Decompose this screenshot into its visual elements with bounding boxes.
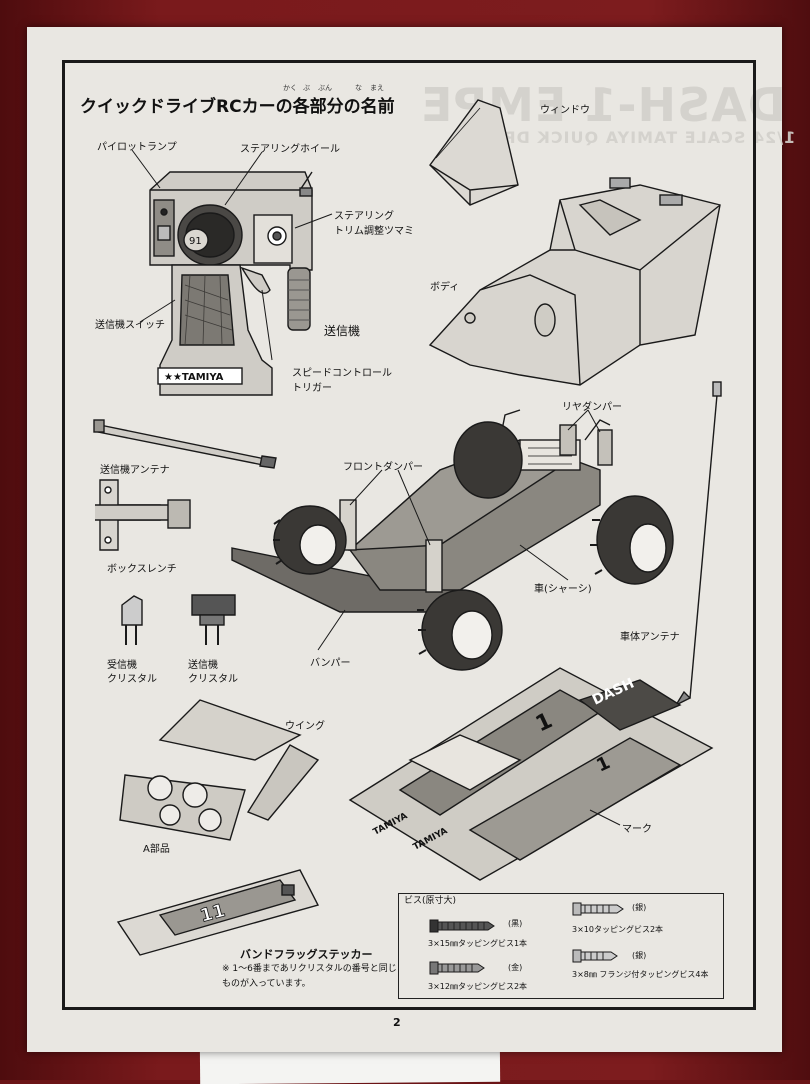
screw-1-desc: 3×15㎜タッピングビス1本 bbox=[428, 939, 528, 948]
label-transmitter-crystal-1: 送信機 bbox=[188, 660, 218, 671]
label-rear-damper: リヤダンパー bbox=[562, 402, 622, 413]
wing-illustration bbox=[119, 699, 320, 841]
page-title: クイックドライブRCカーの各部分の名前 bbox=[80, 97, 395, 117]
label-a-parts: A部品 bbox=[143, 844, 170, 855]
label-steering-trim-1: ステアリング bbox=[334, 211, 394, 222]
label-transmitter-antenna: 送信機アンテナ bbox=[100, 465, 170, 476]
page-frame bbox=[62, 60, 756, 1010]
title-ruby-1: かく bbox=[283, 84, 297, 92]
screw-1-color: (黒) bbox=[508, 919, 523, 928]
label-bumper: バンパー bbox=[310, 658, 351, 669]
label-pilot-lamp: パイロットランプ bbox=[97, 142, 177, 153]
label-transmitter-crystal-2: クリスタル bbox=[188, 674, 238, 685]
screw-3-color: (銀) bbox=[632, 903, 647, 912]
screw-2-color: (金) bbox=[508, 963, 523, 972]
label-steering-trim-2: トリム調整ツマミ bbox=[334, 226, 414, 237]
label-body: ボディ bbox=[430, 282, 460, 293]
title-ruby-3: ぶん bbox=[318, 84, 332, 92]
body-illustration bbox=[428, 177, 721, 386]
label-mark: マーク bbox=[622, 824, 652, 835]
title-ruby-5: まえ bbox=[370, 84, 384, 92]
label-transmitter-switch: 送信機スイッチ bbox=[95, 320, 165, 331]
label-receiver-crystal-1: 受信機 bbox=[107, 660, 137, 671]
svg-text:91: 91 bbox=[189, 236, 202, 247]
transmitter-antenna-illustration bbox=[93, 419, 277, 469]
screws-illustration bbox=[429, 902, 624, 975]
label-front-damper: フロントダンパー bbox=[343, 462, 423, 473]
label-receiver-crystal-2: クリスタル bbox=[107, 674, 157, 685]
label-speed-trigger-2: トリガー bbox=[292, 383, 332, 394]
label-box-wrench: ボックスレンチ bbox=[107, 564, 177, 575]
screw-box-title: ビス(原寸大) bbox=[404, 896, 457, 906]
label-speed-trigger-1: スピードコントロール bbox=[292, 368, 392, 379]
box-wrench-illustration bbox=[95, 479, 191, 551]
label-band-flag-sticker: バンドフラッグステッカー bbox=[240, 948, 373, 961]
label-wing: ウイング bbox=[285, 721, 325, 732]
page-number: 2 bbox=[393, 1016, 401, 1029]
label-steering-wheel: ステアリングホイール bbox=[240, 144, 340, 155]
screw-4-color: (銀) bbox=[632, 951, 647, 960]
label-window: ウィンドウ bbox=[540, 105, 590, 116]
decal-sheet-illustration: 1 1 DASH TAMIYA TAMIYA bbox=[348, 667, 714, 881]
label-car-antenna: 車体アンテナ bbox=[620, 632, 680, 643]
car-antenna-illustration bbox=[674, 381, 722, 707]
window-illustration bbox=[429, 99, 519, 206]
title-ruby-4: な bbox=[355, 84, 362, 92]
band-flag-note: ※ 1〜6番まであリクリスタルの番号と同じものが入っています。 bbox=[222, 964, 397, 989]
screw-box bbox=[398, 893, 724, 999]
label-transmitter: 送信機 bbox=[324, 324, 361, 338]
transmitter-illustration: 91 ★★TAMIYA bbox=[149, 171, 313, 396]
label-car-chassis: 車(シャーシ) bbox=[534, 584, 592, 595]
crystals-illustration bbox=[121, 594, 236, 645]
car-chassis-illustration bbox=[231, 409, 674, 671]
screw-3-desc: 3×10タッピングビス2本 bbox=[572, 925, 664, 934]
screw-2-desc: 3×12㎜タッピングビス2本 bbox=[428, 982, 528, 991]
screw-4-desc: 3×8㎜ フランジ付タッピングビス4本 bbox=[572, 970, 709, 979]
title-ruby-2: ぶ bbox=[303, 84, 310, 92]
band-flag-sticker-illustration: 11 bbox=[116, 869, 320, 956]
svg-text:★★TAMIYA: ★★TAMIYA bbox=[164, 372, 224, 383]
